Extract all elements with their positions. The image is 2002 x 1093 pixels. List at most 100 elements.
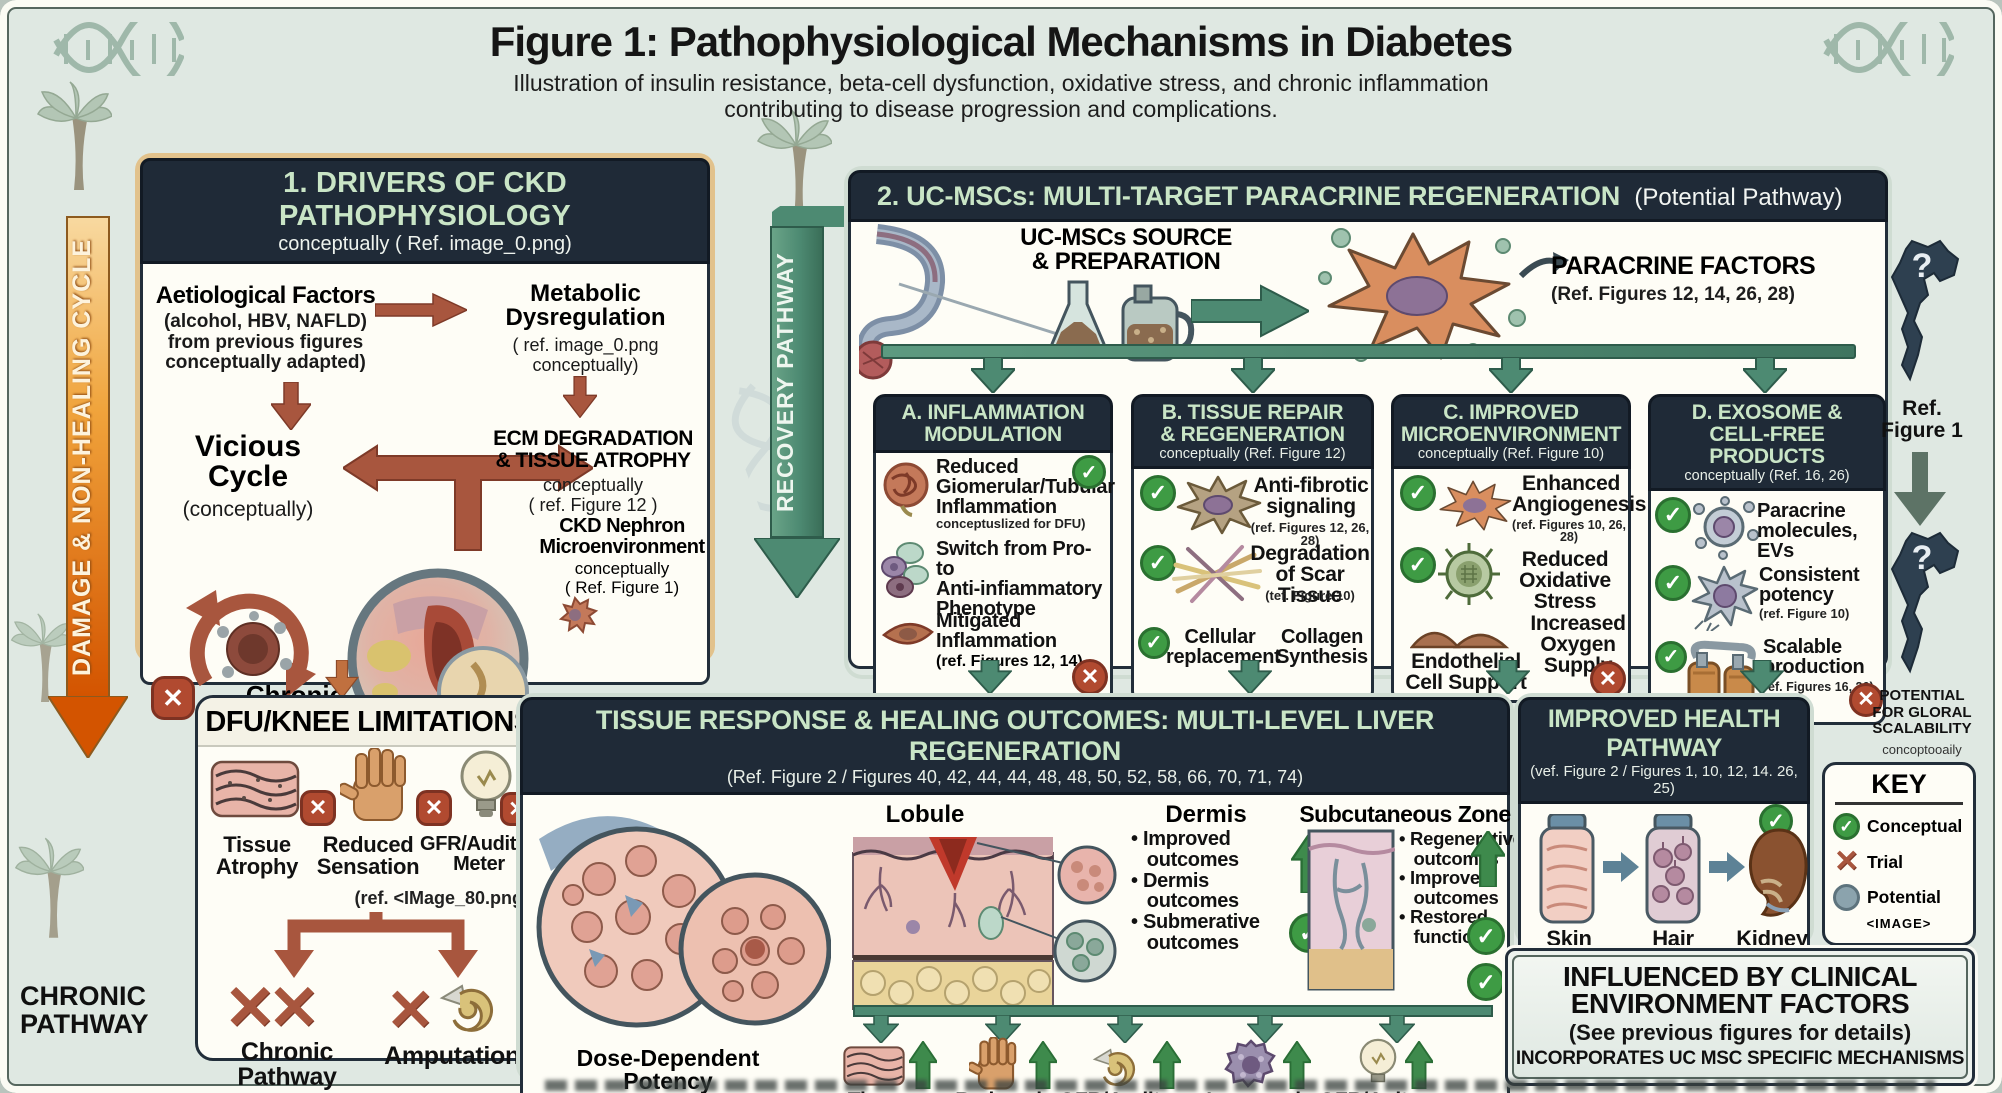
x-glyphs: ✕✕: [224, 974, 320, 1043]
tissue-title: TISSUE RESPONSE & HEALING OUTCOMES: MULT…: [595, 705, 1435, 766]
box1-subtitle: conceptually ( Ref. image_0.png): [278, 233, 572, 255]
health-header: IMPROVED HEALTH PATHWAY (vef. Figure 2 /…: [1518, 697, 1810, 804]
vicious-sub: (conceptually): [182, 498, 314, 521]
box1-drivers: 1. DRIVERS OF CKD PATHOPHYSIOLOGY concep…: [140, 158, 710, 775]
recovery-pathway-label: RECOVERY PATHWAY: [772, 252, 798, 512]
connector-bar: [853, 1005, 1493, 1017]
dermis-bullets: • Improved outcomes • Dermis outcomes • …: [1131, 828, 1260, 954]
dfu-box: DFU/KNEE LIMITATIONS ✕ ✕: [195, 695, 547, 1089]
senescent-cell-icon: [1224, 1039, 1276, 1088]
col-d-item2-sub: (ref. Figure 10): [1759, 605, 1850, 621]
dfu-amputation-label: Amputation: [384, 1042, 520, 1070]
outcome-label: GFR/Auditory Meter: [1059, 1090, 1192, 1093]
col-d-item2: Consistent potency: [1759, 563, 1860, 606]
x-icon: ✕: [151, 676, 195, 720]
arrow-down-icon: [1228, 660, 1272, 694]
lobule-label: Lobule: [885, 801, 965, 828]
x-icon: ✕: [300, 790, 336, 826]
arrow-down-icon: [1486, 660, 1530, 694]
box2-header: 2. UC-MSCs: MULTI-TARGET PARACRINE REGEN…: [848, 170, 1888, 222]
chronic-pathway-label: CHRONIC PATHWAY: [20, 981, 149, 1040]
health-item3-label: Kidney: [1736, 926, 1808, 951]
dfu-item2-label: Reduced Sensation: [316, 832, 420, 879]
health-pathway-box: IMPROVED HEALTH PATHWAY (vef. Figure 2 /…: [1518, 697, 1810, 979]
arrow-down-icon: [271, 382, 311, 430]
key-image-tag: <IMAGE>: [1866, 916, 1932, 931]
outcome-label: GFR/Auitory Meter: [1319, 1090, 1440, 1093]
dna-icon: [53, 22, 184, 76]
arrow-down-icon: [985, 1015, 1021, 1043]
outcome-label: Impeased Senescence: [1191, 1090, 1316, 1093]
mounds-icon: [1410, 631, 1510, 648]
thailand-map-icon: ?: [1890, 531, 1960, 674]
box2-ucmscs: 2. UC-MSCs: MULTI-TARGET PARACRINE REGEN…: [848, 170, 1888, 725]
palm-tree-icon: [757, 108, 832, 217]
arrow-down-icon: [863, 1015, 899, 1043]
check-icon: ✓: [1072, 455, 1106, 490]
source-label: UC-MSCs SOURCE & PREPARATION: [1020, 224, 1232, 276]
arrow-down-icon: [1894, 452, 1946, 526]
arrow-down-icon: [1247, 1015, 1283, 1043]
col-a-title: A. INFLAMMATION MODULATION: [901, 401, 1085, 447]
arrow-down-icon: [324, 660, 360, 698]
ecm-sub: conceptually ( ref. Figure 12 ): [528, 475, 658, 515]
arrow-right-icon: [375, 292, 467, 328]
dermis-label: Dermis: [1165, 801, 1247, 828]
t-split-arrow-icon: [343, 444, 593, 551]
col-a-item2: Switch from Pro- to Anti-infiammatory Ph…: [936, 538, 1103, 621]
key-box: KEY ✓ Conceptual ✕ Trial Potential <IMAG…: [1822, 762, 1976, 946]
recovery-arrowhead-icon: [754, 538, 840, 598]
palm-tree-icon: [37, 81, 112, 190]
col-c-item3b: Increased Oxygen Supply: [1530, 611, 1626, 677]
ecm-title: ECM DEGRADATION & TISSUE ATROPHY: [493, 427, 693, 473]
paracrine-ref: (Ref. Figures 12, 14, 26, 28): [1551, 284, 1795, 305]
dna-icon: [1823, 22, 1954, 76]
page-title: Figure 1: Pathophysiological Mechanisms …: [489, 18, 1514, 65]
dfu-chronic-label: Chronic Pathway: [237, 1038, 337, 1091]
subq-label: Subcutaneous Zone: [1299, 801, 1511, 827]
check-icon: ✓: [1400, 474, 1436, 511]
col-c-title: C. IMPROVED MICROENVIRONMENT: [1400, 401, 1622, 447]
box1-body: Aetiological Factors (alcohol, HBV, NAFL…: [140, 264, 710, 775]
bioreactor-icon: [1687, 640, 1756, 707]
check-icon: ✓: [1655, 640, 1687, 673]
key-conceptual-label: Conceptual: [1867, 816, 1963, 836]
arrow-down-icon: [968, 660, 1012, 694]
connector-bar: [881, 344, 1856, 359]
col-d-sub: conceptually (Ref. 16, 26): [1684, 468, 1850, 485]
ckd-sub: conceptually ( Ref. Figure 1): [564, 559, 680, 597]
stellate-cell-icon: [1176, 475, 1262, 534]
col-a-item3: Mitigated Inflammation: [936, 610, 1057, 653]
svg-text:?: ?: [1912, 247, 1933, 285]
influenced-box: INFLUENCED BY CLINICAL ENVIRONMENT FACTO…: [1505, 948, 1975, 1086]
spiky-cell-icon: [1691, 565, 1759, 631]
column-d: D. EXOSOME & CELL-FREE PRODUCTS conceptu…: [1648, 394, 1886, 725]
arrow-right-icon: [1709, 852, 1745, 882]
health-title: IMPROVED HEALTH PATHWAY: [1547, 705, 1781, 762]
arrow-down-icon: [1107, 1015, 1143, 1043]
flat-cell-icon: [881, 623, 934, 645]
col-d-item3: Scalable production: [1763, 635, 1865, 678]
lightbulb-icon: [460, 750, 512, 817]
tissue-icon: [210, 760, 300, 818]
col-d-item1: Paracrine molecules, EVs: [1757, 499, 1858, 562]
x-glyph: ✕: [386, 978, 435, 1043]
col-b-item3b: Collagen Synthesis: [1276, 625, 1368, 668]
check-icon: ✓: [1467, 917, 1505, 955]
glomerulus-icon: [883, 462, 929, 518]
ckd-title: CKD Nephron Microenvironment: [539, 515, 705, 558]
arrow-down-icon: [563, 376, 597, 418]
arrow-down-icon: [1740, 660, 1784, 694]
col-d-title: D. EXOSOME & CELL-FREE PRODUCTS: [1691, 401, 1843, 469]
up-arrow-icon: [1471, 831, 1505, 887]
arrow-down-icon: [971, 357, 1015, 393]
bottom-caption-smudge: [545, 1080, 1935, 1091]
tissue-header: TISSUE RESPONSE & HEALING OUTCOMES: MULT…: [520, 697, 1510, 795]
damage-cycle-arrow: DAMAGE & NON-HEALING CYCLE: [66, 216, 110, 698]
subq-tissue-icon: [1307, 829, 1395, 991]
col-c-sub: conceptually (Ref. Figure 10): [1417, 446, 1605, 463]
x-icon: ✕: [1833, 845, 1860, 878]
check-icon: ✓: [1140, 474, 1176, 511]
cells-cluster-icon: [881, 542, 929, 599]
